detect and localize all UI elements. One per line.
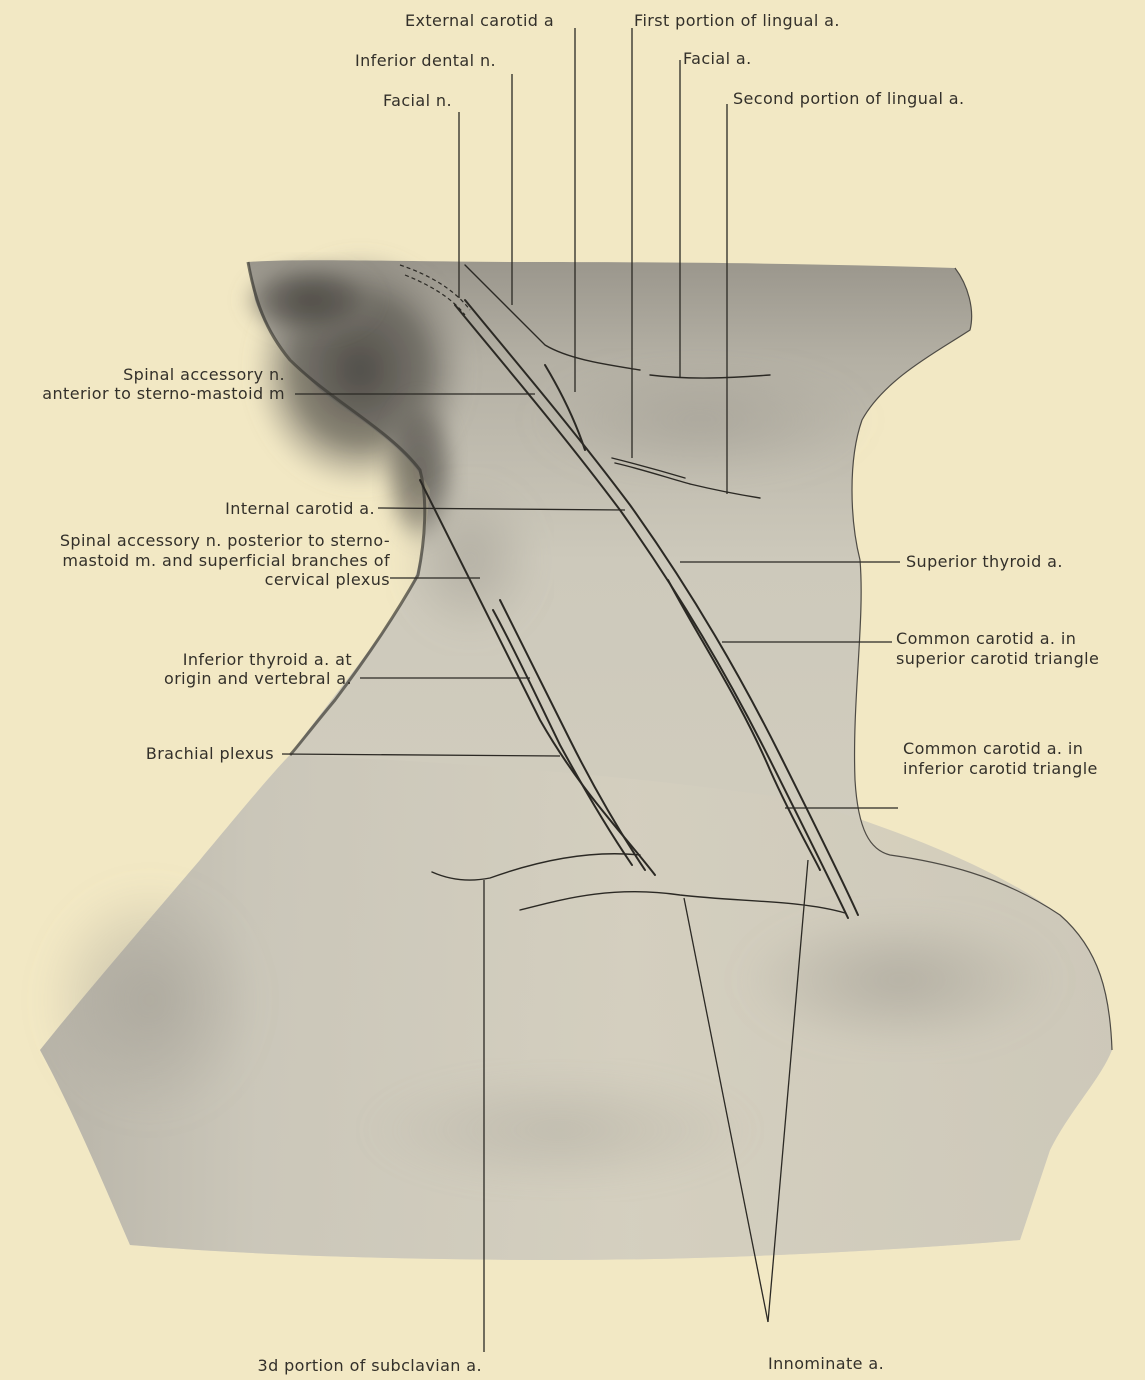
label-common-carotid-superior-1: Common carotid a. in	[896, 629, 1076, 648]
label-facial-a: Facial a.	[683, 49, 752, 68]
label-inferior-thyroid-2: origin and vertebral a.	[164, 669, 352, 688]
label-spinal-posterior-1: Spinal accessory n. posterior to sterno-	[60, 531, 390, 550]
label-common-carotid-inferior-1: Common carotid a. in	[903, 739, 1083, 758]
label-common-carotid-inferior-2: inferior carotid triangle	[903, 759, 1098, 778]
label-brachial-plexus: Brachial plexus	[146, 744, 274, 763]
label-internal-carotid: Internal carotid a.	[225, 499, 375, 518]
label-innominate: Innominate a.	[768, 1354, 884, 1373]
label-spinal-posterior-3: cervical plexus	[265, 570, 390, 589]
label-spinal-anterior-2: anterior to sterno-mastoid m	[42, 384, 285, 403]
label-inferior-dental: Inferior dental n.	[355, 51, 496, 70]
label-facial-n: Facial n.	[383, 91, 452, 110]
label-inferior-thyroid-1: Inferior thyroid a. at	[183, 650, 352, 669]
label-common-carotid-superior-2: superior carotid triangle	[896, 649, 1099, 668]
label-spinal-posterior-2: mastoid m. and superficial branches of	[62, 551, 390, 570]
label-subclavian: 3d portion of subclavian a.	[257, 1356, 482, 1375]
label-first-lingual: First portion of lingual a.	[634, 11, 840, 30]
label-second-lingual: Second portion of lingual a.	[733, 89, 965, 108]
label-superior-thyroid: Superior thyroid a.	[906, 552, 1063, 571]
label-spinal-anterior-1: Spinal accessory n.	[123, 365, 285, 384]
label-external-carotid: External carotid a	[405, 11, 554, 30]
